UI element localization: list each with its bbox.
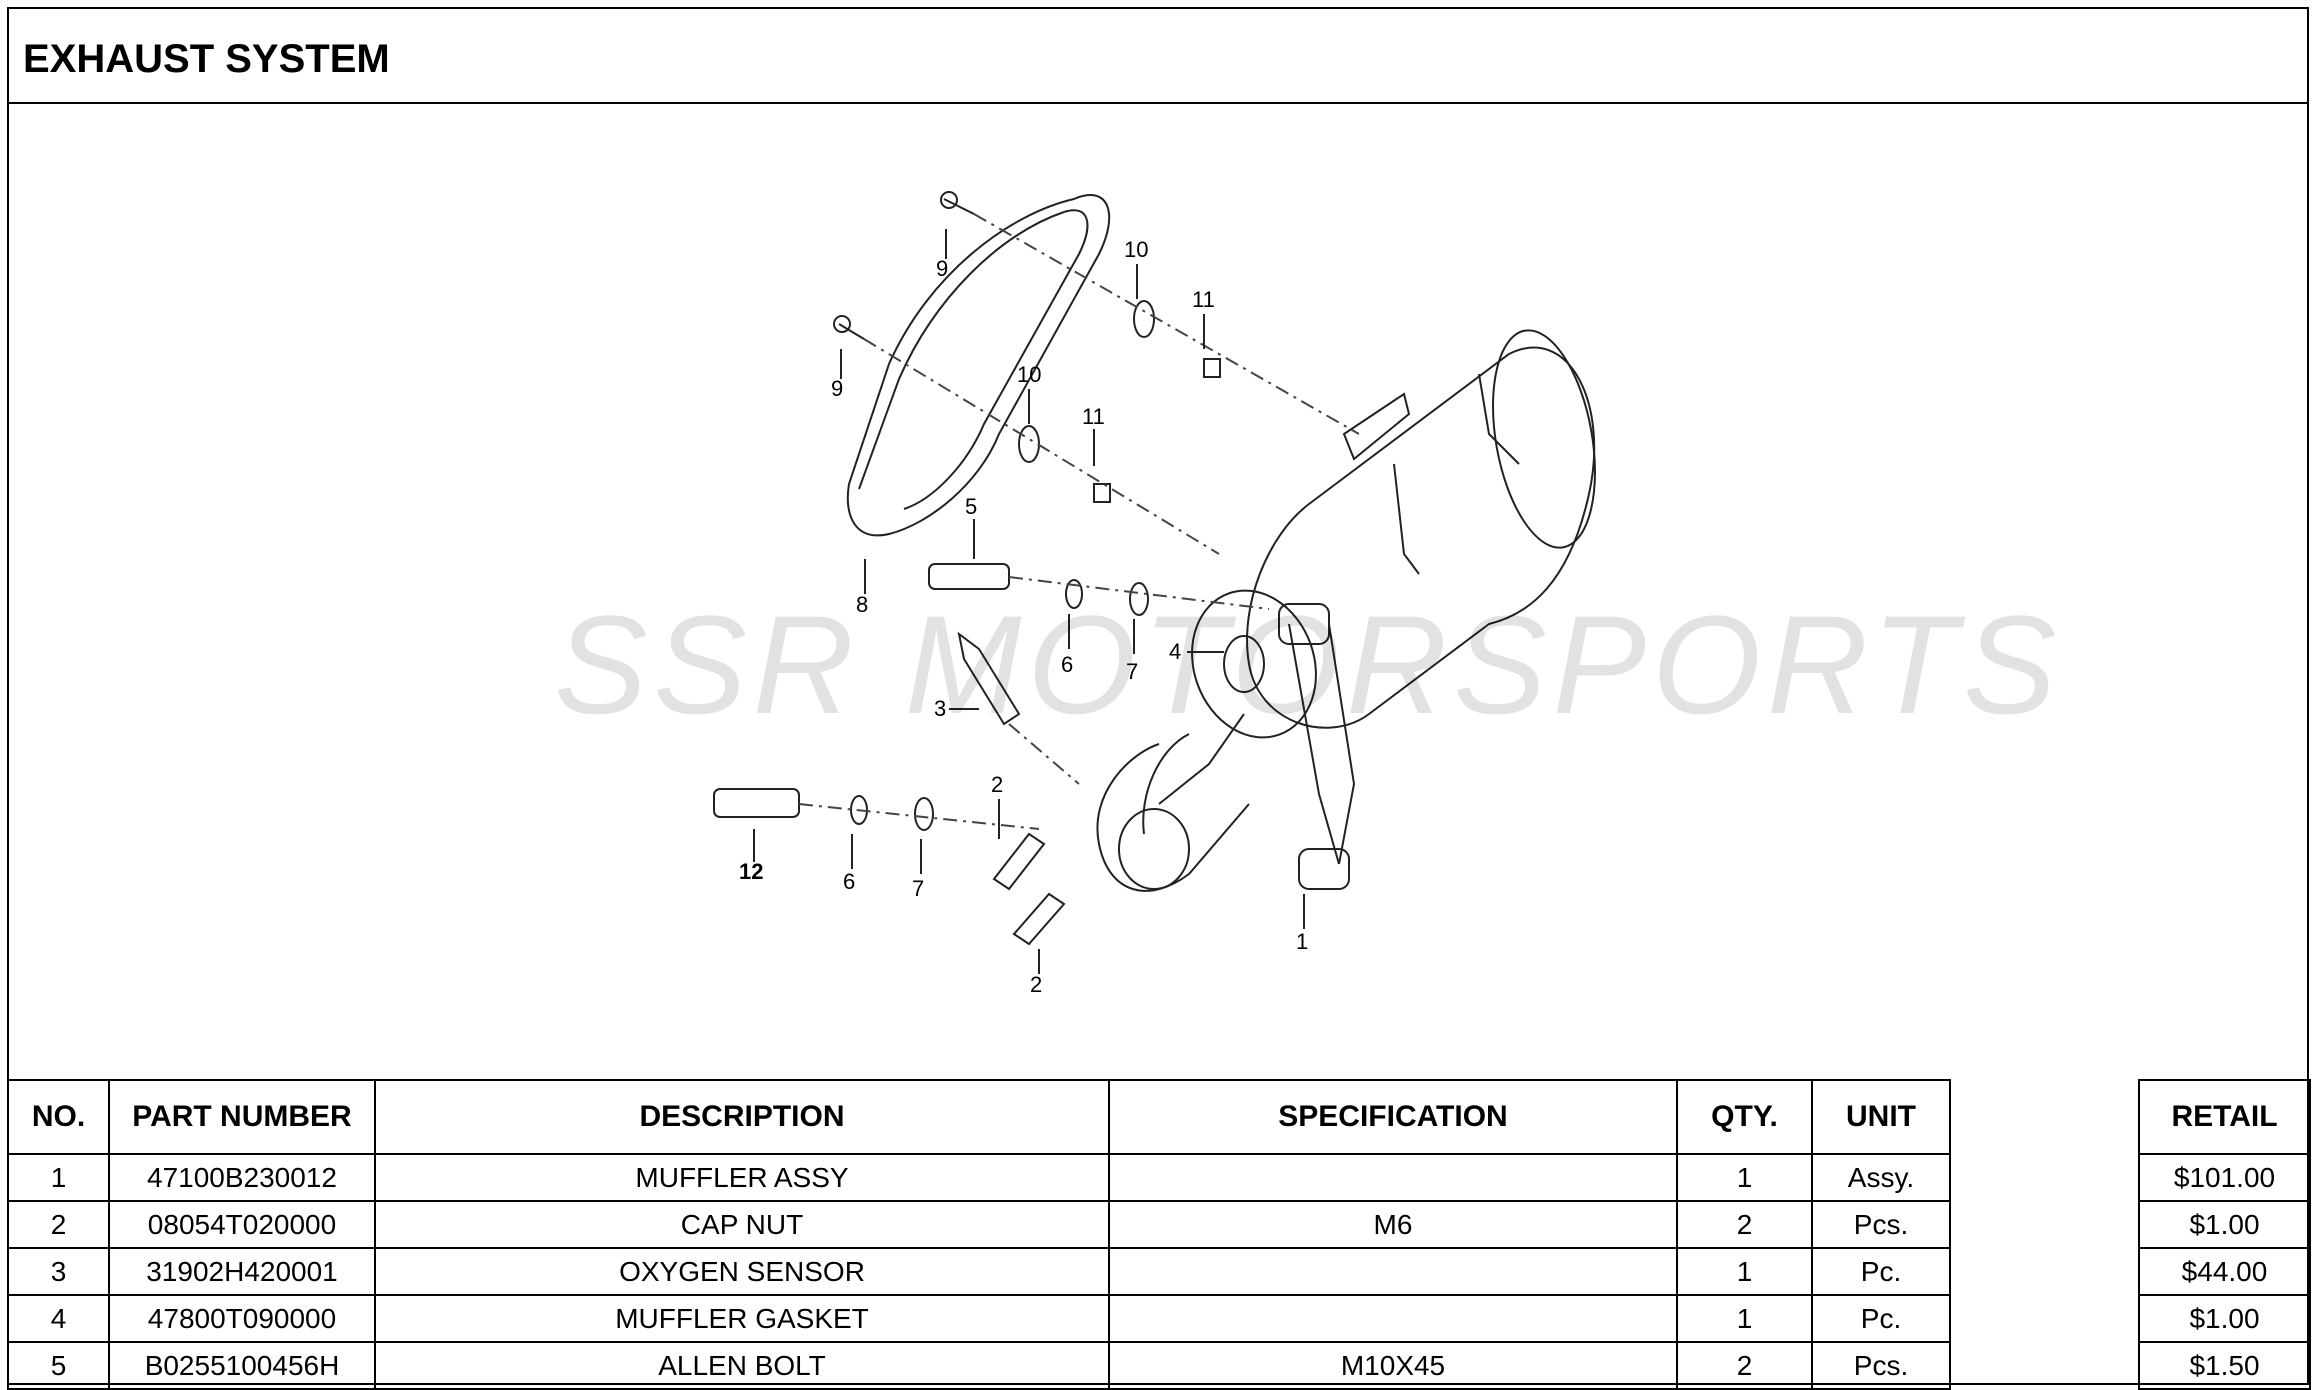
row-specification [1108,1153,1678,1202]
callout-10b: 10 [1017,362,1042,387]
table-row: 3 31902H420001 OXYGEN SENSOR 1 Pc. $44.0… [7,1247,2311,1296]
row-specification: M6 [1108,1200,1678,1249]
callout-1: 1 [1296,929,1309,954]
row-specification: M10X45 [1108,1341,1678,1390]
callout-4: 4 [1169,639,1182,664]
diagram-svg [713,191,1596,974]
row-description: MUFFLER ASSY [374,1153,1110,1202]
table-row: 2 08054T020000 CAP NUT M6 2 Pcs. $1.00 [7,1200,2311,1249]
callout-7b: 7 [912,876,925,901]
row-unit: Pcs. [1811,1200,1951,1249]
callout-12: 12 [739,859,764,884]
callout-11a: 11 [1192,287,1215,312]
callout-2b: 2 [1030,972,1043,997]
row-part-number: 47100B230012 [108,1153,376,1202]
exploded-parts-diagram: SSR MOTORSPORTS 9 9 10 10 11 11 5 8 6 7 … [9,104,2307,1079]
row-description: OXYGEN SENSOR [374,1247,1110,1296]
watermark-text: SSR MOTORSPORTS [554,586,2063,743]
row-retail: $44.00 [2138,1247,2311,1296]
header-qty: QTY. [1676,1079,1813,1155]
row-specification [1108,1247,1678,1296]
table-row: 5 B0255100456H ALLEN BOLT M10X45 2 Pcs. … [7,1341,2311,1390]
row-qty: 1 [1676,1153,1813,1202]
row-retail: $1.00 [2138,1294,2311,1343]
row-specification [1108,1294,1678,1343]
row-unit: Pc. [1811,1294,1951,1343]
parts-table: NO. PART NUMBER DESCRIPTION SPECIFICATIO… [7,1079,2311,1390]
row-retail: $101.00 [2138,1153,2311,1202]
row-no: 5 [7,1341,110,1390]
table-row: 4 47800T090000 MUFFLER GASKET 1 Pc. $1.0… [7,1294,2311,1343]
row-unit: Pcs. [1811,1341,1951,1390]
table-row: 1 47100B230012 MUFFLER ASSY 1 Assy. $101… [7,1153,2311,1202]
row-no: 4 [7,1294,110,1343]
row-blank [1949,1201,2140,1248]
title-bar: EXHAUST SYSTEM [7,7,2309,104]
row-qty: 2 [1676,1200,1813,1249]
header-part-number: PART NUMBER [108,1079,376,1155]
heat-shield-shape [846,194,1111,537]
header-retail: RETAIL [2138,1079,2311,1155]
muffler-body-shape [1246,346,1596,729]
header-blank [1949,1080,2140,1154]
callout-8: 8 [856,592,869,617]
row-qty: 2 [1676,1341,1813,1390]
callout-11b: 11 [1082,404,1105,429]
callout-6b: 6 [843,869,856,894]
row-description: MUFFLER GASKET [374,1294,1110,1343]
row-retail: $1.50 [2138,1341,2311,1390]
row-part-number: 47800T090000 [108,1294,376,1343]
row-retail: $1.00 [2138,1200,2311,1249]
callout-3: 3 [934,696,947,721]
row-blank [1949,1342,2140,1389]
row-no: 3 [7,1247,110,1296]
header-description: DESCRIPTION [374,1079,1110,1155]
callout-7a: 7 [1126,659,1139,684]
page-title: EXHAUST SYSTEM [23,37,390,81]
callout-10a: 10 [1124,237,1149,262]
row-unit: Assy. [1811,1153,1951,1202]
row-part-number: B0255100456H [108,1341,376,1390]
row-description: CAP NUT [374,1200,1110,1249]
row-no: 2 [7,1200,110,1249]
row-no: 1 [7,1153,110,1202]
callout-5: 5 [965,494,978,519]
header-specification: SPECIFICATION [1108,1079,1678,1155]
row-unit: Pc. [1811,1247,1951,1296]
callout-6a: 6 [1061,652,1074,677]
row-part-number: 31902H420001 [108,1247,376,1296]
row-qty: 1 [1676,1294,1813,1343]
row-part-number: 08054T020000 [108,1200,376,1249]
callout-9b: 9 [831,376,844,401]
row-description: ALLEN BOLT [374,1341,1110,1390]
callout-2a: 2 [991,772,1004,797]
row-blank [1949,1295,2140,1342]
callout-9a: 9 [936,256,949,281]
table-header-row: NO. PART NUMBER DESCRIPTION SPECIFICATIO… [7,1079,2311,1155]
header-no: NO. [7,1079,110,1155]
row-blank [1949,1154,2140,1201]
header-unit: UNIT [1811,1079,1951,1155]
row-blank [1949,1248,2140,1295]
row-qty: 1 [1676,1247,1813,1296]
